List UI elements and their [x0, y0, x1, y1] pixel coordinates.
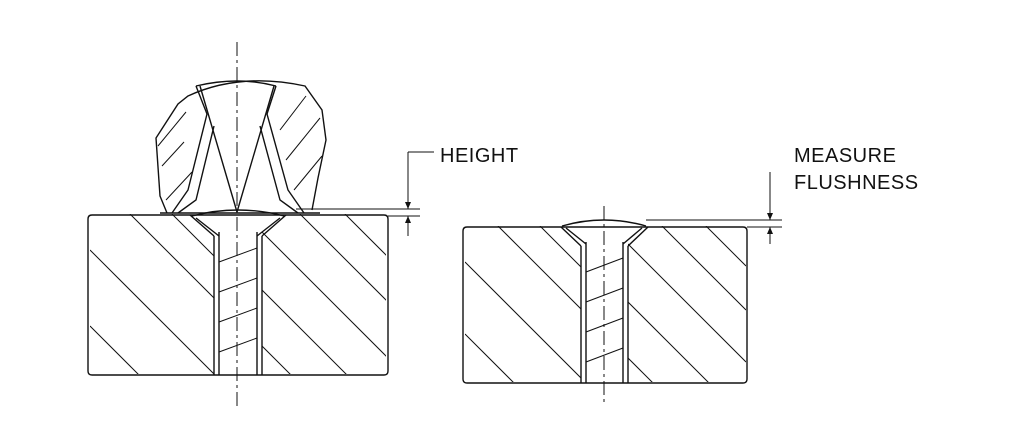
left-workpiece-block [87, 214, 389, 376]
flushness-label: FLUSHNESS [794, 172, 919, 194]
flushness-dimension [646, 172, 782, 244]
left-rivet-shank [191, 209, 285, 375]
height-dimension [296, 151, 434, 236]
height-label: HEIGHT [440, 145, 519, 167]
right-workpiece-block [462, 226, 748, 384]
measure-label: MEASURE [794, 145, 897, 167]
rivet-set-tool [155, 80, 327, 214]
